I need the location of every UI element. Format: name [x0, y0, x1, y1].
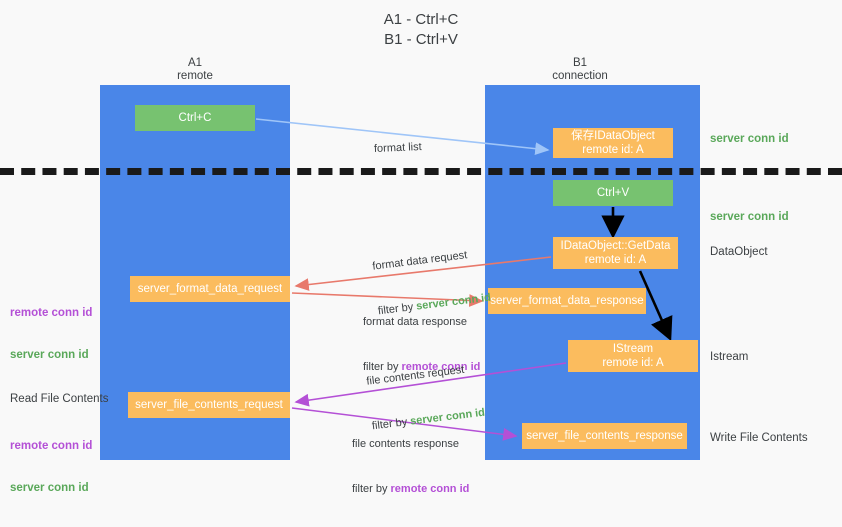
filter-prefix: filter by [363, 361, 402, 373]
annotation-server-conn-id-mid: server conn id [710, 211, 789, 223]
page-title: A1 - Ctrl+C B1 - Ctrl+V [383, 11, 459, 48]
box-istream[interactable]: IStream remote id: A [568, 340, 698, 372]
annotation-dataobject: DataObject [710, 246, 768, 258]
phase-divider [0, 168, 842, 175]
annotation-conn-ids-lower: remote conn id server conn id [10, 411, 92, 523]
annotation-istream: Istream [710, 351, 749, 363]
edge-label-format-list-text: format list [373, 140, 422, 156]
edge-label-file-contents-response-filter: filter by remote conn id [352, 482, 469, 497]
edge-label-file-contents-response-text: file contents response [352, 438, 460, 450]
lane-header-b1: B1 connection [552, 57, 608, 82]
box-server-format-data-response[interactable]: server_format_data_response [488, 288, 646, 314]
box-ctrl-v[interactable]: Ctrl+V [553, 180, 673, 206]
annotation-server-conn-id: server conn id [10, 349, 89, 361]
edge-label-file-contents-request-text: file contents request [365, 363, 465, 388]
box-server-format-data-request[interactable]: server_format_data_request [130, 276, 290, 302]
box-server-file-contents-request[interactable]: server_file_contents_request [128, 392, 290, 418]
edge-label-format-data-response-text: format data response [363, 316, 467, 328]
annotation-server-conn-id-top: server conn id [710, 133, 789, 145]
annotation-server-conn-id: server conn id [10, 482, 89, 494]
edge-label-format-list: format list [372, 110, 423, 187]
diagram-canvas: A1 - Ctrl+C B1 - Ctrl+V A1 remote B1 con… [0, 11, 842, 495]
edge-label-format-data-request-text: format data request [371, 249, 468, 273]
box-ctrl-c[interactable]: Ctrl+C [135, 105, 255, 131]
annotation-write-file-contents: Write File Contents [710, 432, 808, 444]
edge-label-format-data-response-filter: filter by remote conn id [363, 360, 480, 375]
edge-label-file-contents-response: file contents response filter by remote … [352, 407, 469, 527]
lane-header-a1: A1 remote [177, 57, 213, 82]
annotation-remote-conn-id: remote conn id [10, 440, 93, 452]
filter-value-remote-conn-id: remote conn id [401, 361, 481, 373]
annotation-read-file-contents: Read File Contents [10, 393, 109, 405]
annotation-remote-conn-id: remote conn id [10, 307, 93, 319]
box-idataobject-getdata[interactable]: IDataObject::GetData remote id: A [553, 237, 678, 269]
annotation-conn-ids-upper: remote conn id server conn id [10, 278, 92, 390]
box-save-idataobject[interactable]: 保存IDataObject remote id: A [553, 128, 673, 158]
edge-label-format-data-response: format data response filter by remote co… [363, 285, 480, 405]
box-server-file-contents-response[interactable]: server_file_contents_response [522, 423, 687, 449]
